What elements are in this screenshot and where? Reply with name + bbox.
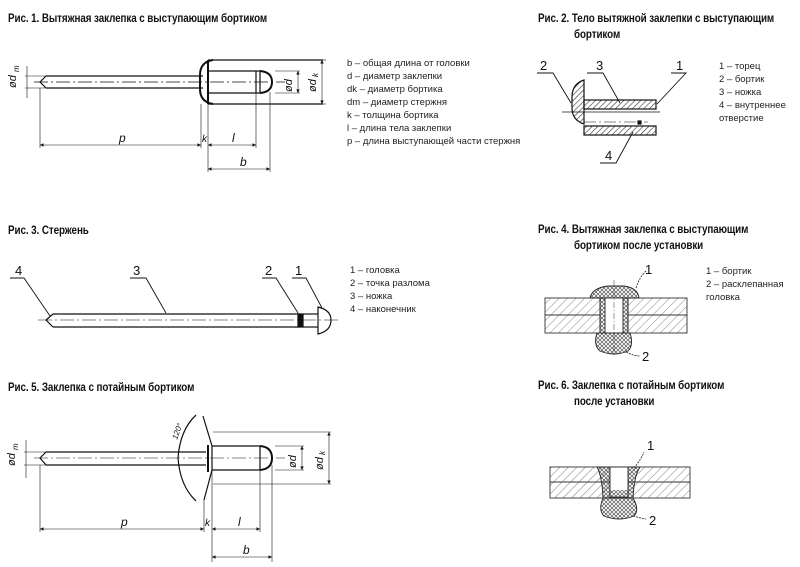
legend-item: dm – диаметр стержня [347, 97, 447, 108]
legend-item: d – диаметр заклепки [347, 71, 443, 82]
legend-item: 2 – точка разлома [350, 278, 430, 289]
legend-item: 2 – бортик [719, 74, 765, 85]
figure-2-drawing [537, 72, 688, 164]
figure-2-title-line2: бортиком [574, 27, 621, 41]
fig4-callout-1: 1 [645, 262, 652, 277]
fig5-dim-b: b [243, 543, 250, 557]
fig2-callout-3: 3 [596, 58, 603, 73]
fig5-angle-120: 120° [170, 421, 184, 440]
fig5-dim-dm: ød [6, 452, 18, 466]
figure-2-title-line1: Рис. 2. Тело вытяжной заклепки с выступа… [538, 11, 775, 25]
fig6-callout-1: 1 [647, 438, 654, 453]
figure-6-title-line2: после установки [574, 394, 655, 408]
fig5-dim-dk-sub: k [318, 450, 327, 455]
fig1-dim-dk: ød [307, 78, 319, 92]
fig3-callout-2: 2 [265, 263, 272, 278]
figure-3-drawing [10, 277, 340, 335]
figure-4-title-line1: Рис. 4. Вытяжная заклепка с выступающим [538, 222, 749, 236]
fig5-dim-dk: ød [314, 456, 326, 470]
fig1-dim-dm-sub: m [12, 65, 21, 72]
fig5-dim-k: k [205, 518, 211, 529]
fig1-dim-dm: ød [7, 74, 19, 88]
legend-item: 2 – расклепанная [706, 279, 784, 290]
fig3-callout-3: 3 [133, 263, 140, 278]
figure-1-title: Рис. 1. Вытяжная заклепка с выступающим … [8, 11, 268, 25]
figure-3-legend: 1 – головка 2 – точка разлома 3 – ножка … [350, 264, 430, 316]
figure-5-drawing [24, 414, 331, 562]
fig3-callout-4: 4 [15, 263, 22, 278]
fig4-callout-2: 2 [642, 349, 649, 364]
legend-item: l – длина тела заклепки [347, 123, 452, 134]
figure-6-title-line1: Рис. 6. Заклепка с потайным бортиком [538, 378, 725, 392]
legend-item: 3 – ножка [350, 291, 393, 302]
figure-4-legend: 1 – бортик 2 – расклепанная головка [706, 265, 784, 304]
legend-item: головка [706, 292, 740, 303]
figure-3-title: Рис. 3. Стержень [8, 223, 89, 237]
figure-1-drawing [25, 59, 326, 172]
fig3-callout-1: 1 [295, 263, 302, 278]
legend-item: 4 – наконечник [350, 304, 416, 315]
figure-2-legend: 1 – торец 2 – бортик 3 – ножка 4 – внутр… [719, 60, 786, 125]
fig1-dim-l: l [232, 131, 235, 145]
fig1-dim-dk-sub: k [311, 72, 320, 77]
legend-item: 4 – внутреннее [719, 100, 786, 111]
legend-item: p – длина выступающей части стержня [347, 136, 521, 147]
figure-6-drawing [549, 451, 691, 520]
legend-item: отверстие [719, 113, 764, 124]
figure-4-drawing [544, 270, 688, 357]
figure-5-title: Рис. 5. Заклепка с потайным бортиком [8, 380, 195, 394]
fig1-dim-d: ød [283, 78, 295, 92]
fig1-dim-p: p [118, 131, 126, 145]
legend-item: 1 – бортик [706, 266, 752, 277]
fig5-dim-l: l [238, 515, 241, 529]
fig1-dim-k: k [202, 134, 208, 145]
fig6-callout-2: 2 [649, 513, 656, 528]
fig1-dim-b: b [240, 155, 247, 169]
legend-item: dk – диаметр бортика [347, 84, 443, 95]
fig5-dim-dm-sub: m [11, 443, 20, 450]
fig5-dim-d: ød [287, 454, 299, 468]
fig5-dim-p: p [120, 515, 128, 529]
fig2-callout-4: 4 [605, 148, 612, 163]
figure-1-legend: b – общая длина от головки d – диаметр з… [347, 57, 520, 148]
fig2-callout-1: 1 [676, 58, 683, 73]
legend-item: b – общая длина от головки [347, 58, 470, 69]
legend-item: 1 – торец [719, 61, 761, 72]
legend-item: 1 – головка [350, 265, 400, 276]
fig2-callout-2: 2 [540, 58, 547, 73]
legend-item: k – толщина бортика [347, 110, 439, 121]
legend-item: 3 – ножка [719, 87, 762, 98]
figure-4-title-line2: бортиком после установки [574, 238, 704, 252]
